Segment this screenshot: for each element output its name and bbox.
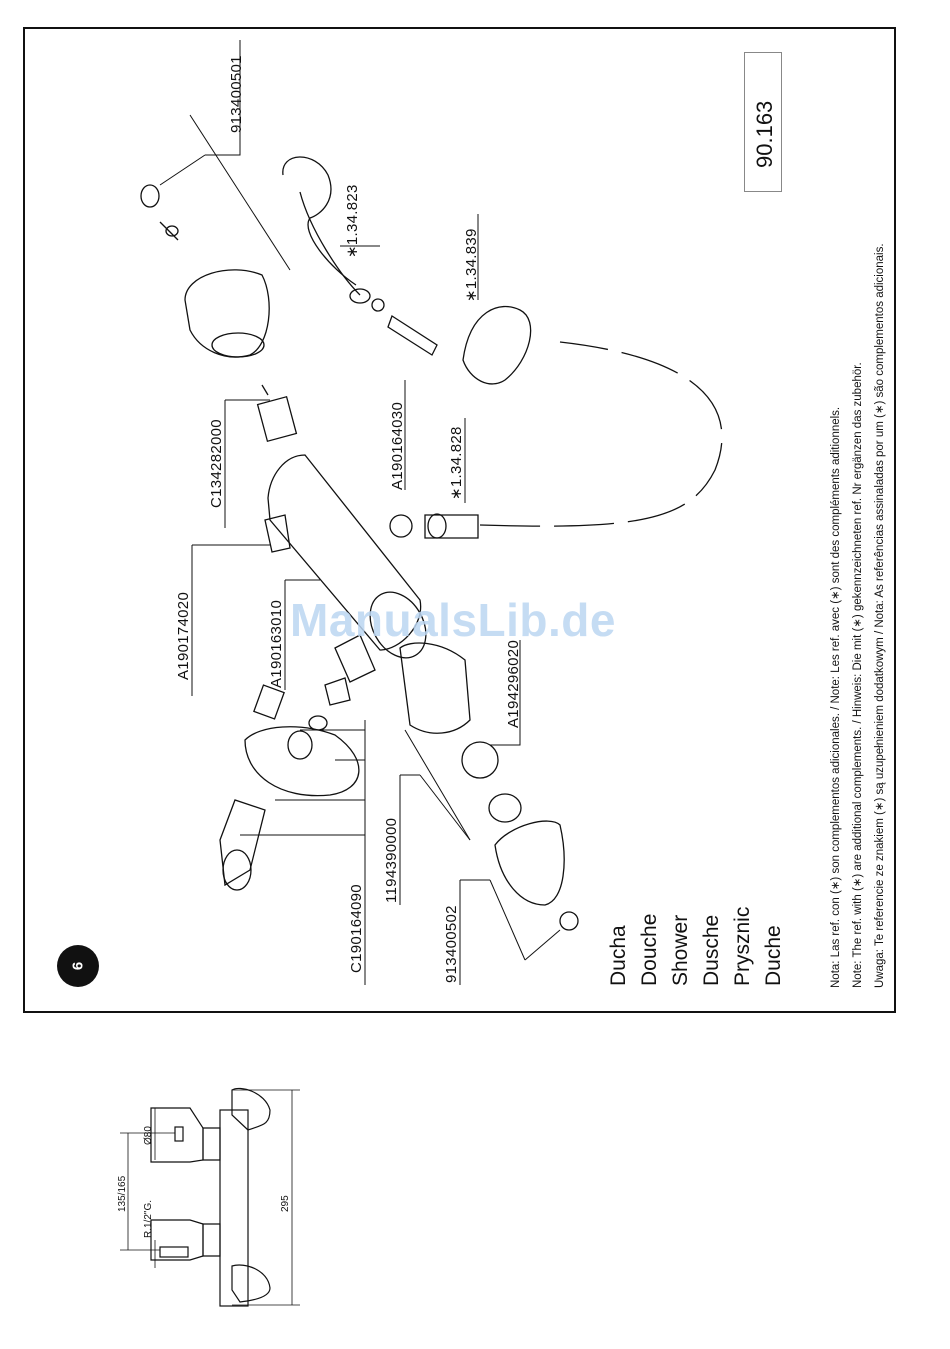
model-number-box (744, 52, 782, 192)
page-number-badge (57, 945, 99, 987)
dimension-center-distance: 135/165 (117, 1175, 128, 1212)
leader-lines (159, 40, 561, 985)
hand-shower (282, 156, 438, 356)
watermark: ManualsLib.de (290, 594, 616, 646)
wall-flange (219, 677, 360, 891)
right-cartridge (399, 642, 522, 823)
hose-connector (389, 513, 479, 539)
mixer-body (264, 454, 427, 683)
diagram-frame (23, 27, 896, 1013)
top-cartridge (256, 384, 298, 443)
wall-bracket (462, 305, 532, 385)
dimension-diameter: Ø80 (143, 1126, 154, 1145)
dimension-total-height: 295 (280, 1195, 291, 1212)
bottom-handle (494, 820, 565, 906)
dimension-thread: R.1/2"G. (143, 1199, 154, 1238)
top-handle (140, 184, 270, 358)
